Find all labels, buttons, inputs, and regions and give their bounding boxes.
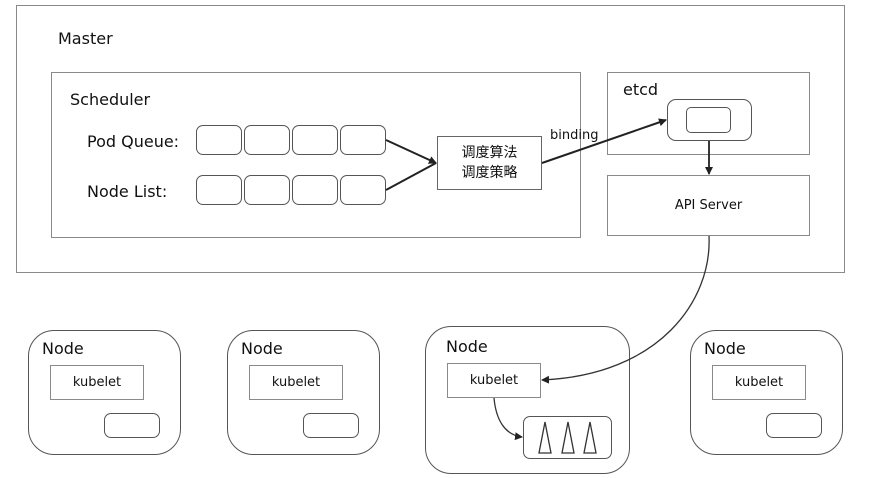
node-3-title: Node xyxy=(446,337,488,356)
node-4-title: Node xyxy=(704,339,746,358)
node-4-kubelet-label: kubelet xyxy=(734,375,784,390)
etcd-title: etcd xyxy=(623,80,659,99)
binding-label: binding xyxy=(550,128,599,143)
pod-icon xyxy=(538,421,552,454)
api-server-title: API Server xyxy=(674,198,743,213)
scheduler-title: Scheduler xyxy=(70,90,151,109)
node-3-kubelet: kubelet xyxy=(447,363,541,398)
pod-icon xyxy=(583,421,597,454)
node-3-kubelet-label: kubelet xyxy=(469,373,519,388)
master-title: Master xyxy=(58,29,113,48)
pod-queue-label: Pod Queue: xyxy=(87,132,180,151)
node-2-title: Node xyxy=(241,339,283,358)
pod-queue-slot xyxy=(244,125,290,155)
node-3-pods xyxy=(538,421,597,454)
node-4-kubelet: kubelet xyxy=(712,365,806,400)
node-list-slot xyxy=(244,175,290,205)
node-1-title: Node xyxy=(42,339,84,358)
pod-queue-slot xyxy=(340,125,386,155)
node-1-pod-slot xyxy=(104,413,160,438)
scheduler-box xyxy=(51,72,581,238)
node-2-pod-slot xyxy=(303,413,359,438)
node-list-label: Node List: xyxy=(87,182,168,201)
api-server-box: API Server xyxy=(607,175,810,236)
node-list-slot xyxy=(292,175,338,205)
pod-icon xyxy=(561,421,575,454)
pod-queue-slot xyxy=(292,125,338,155)
node-4-pod-slot xyxy=(766,413,822,438)
etcd-store-inner xyxy=(686,107,731,133)
node-2-kubelet: kubelet xyxy=(249,365,343,400)
scheduling-algorithm-box: 调度算法 调度策略 xyxy=(437,136,542,190)
node-1-kubelet-label: kubelet xyxy=(72,375,122,390)
node-2-kubelet-label: kubelet xyxy=(271,375,321,390)
pod-queue-slot xyxy=(196,125,242,155)
node-list-slot xyxy=(196,175,242,205)
algorithm-line-2: 调度策略 xyxy=(461,165,518,181)
node-list-slot xyxy=(340,175,386,205)
algorithm-line-1: 调度算法 xyxy=(461,145,518,161)
node-1-kubelet: kubelet xyxy=(50,365,144,400)
